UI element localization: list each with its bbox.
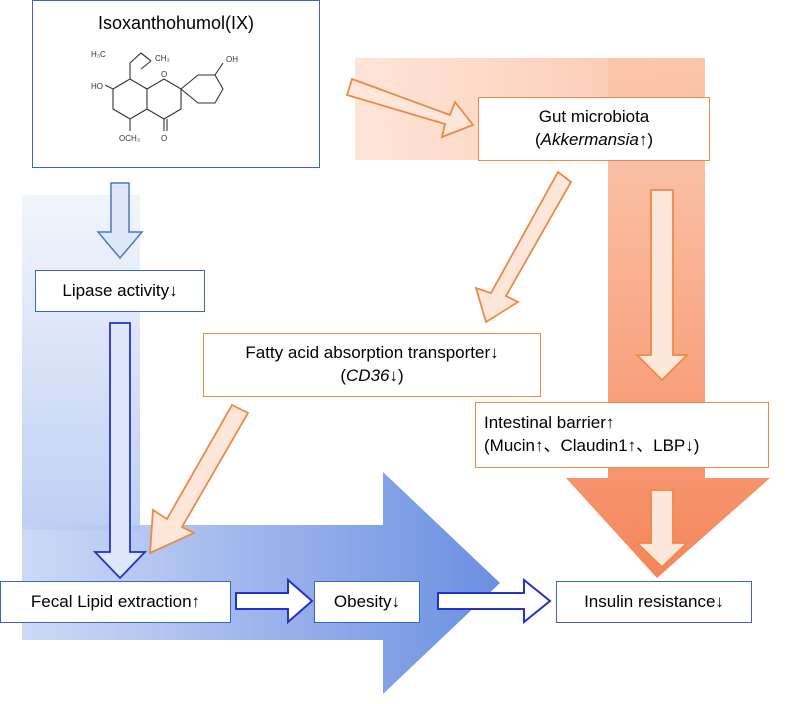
lipase-activity-label: Lipase activity↓ bbox=[62, 280, 178, 300]
structure-ring-o: O bbox=[161, 70, 167, 79]
gut-to-fatty-arrow bbox=[474, 170, 573, 324]
obesity-box: Obesity↓ bbox=[314, 581, 420, 623]
structure-carbonyl-o: O bbox=[161, 134, 167, 143]
gut-microbiota-detail: (Akkermansia↑) bbox=[534, 130, 654, 149]
intestinal-barrier-detail: (Mucin↑、Claudin1↑、LBP↓) bbox=[484, 436, 700, 455]
lipase-activity-box: Lipase activity↓ bbox=[35, 270, 205, 312]
fatty-acid-transporter-box: Fatty acid absorption transporter↓ (CD36… bbox=[203, 333, 541, 397]
compound-to-gut-arrow bbox=[345, 77, 475, 139]
compound-name: Isoxanthohumol(IX) bbox=[97, 13, 255, 33]
lipase-to-fecal-arrow bbox=[92, 322, 148, 580]
structure-me2: CH₃ bbox=[155, 54, 170, 63]
intestinal-barrier-title: Intestinal barrier↑ bbox=[484, 413, 615, 433]
isoxanthohumol-structure: H₃C CH₃ HO OH O OCH₃ O bbox=[91, 50, 238, 143]
structure-oh-right: OH bbox=[226, 55, 238, 64]
insulin-resistance-box: Insulin resistance↓ bbox=[556, 581, 752, 623]
fatty-acid-transporter-detail: (CD36↓) bbox=[340, 366, 404, 385]
gut-microbiota-title: Gut microbiota bbox=[538, 107, 650, 127]
fatty-acid-transporter-title: Fatty acid absorption transporter↓ bbox=[245, 343, 499, 363]
intestinal-barrier-box: Intestinal barrier↑ (Mucin↑、Claudin1↑、LB… bbox=[475, 402, 769, 468]
cd36-label: CD36 bbox=[346, 366, 390, 385]
obesity-to-insulin-arrow bbox=[437, 577, 552, 625]
gut-microbiota-box: Gut microbiota (Akkermansia↑) bbox=[478, 97, 710, 161]
fecal-lipid-extraction-label: Fecal Lipid extraction↑ bbox=[30, 591, 201, 611]
fatty-to-fecal-arrow bbox=[148, 403, 250, 555]
obesity-label: Obesity↓ bbox=[333, 591, 401, 611]
compound-box: Isoxanthohumol(IX) H₃C CH₃ HO OH O bbox=[32, 0, 320, 168]
blue-band-horizontal-arrow bbox=[22, 472, 500, 694]
insulin-resistance-label: Insulin resistance↓ bbox=[584, 591, 724, 611]
akkermansia-label: Akkermansia bbox=[540, 130, 639, 149]
fecal-to-obesity-arrow bbox=[235, 577, 314, 625]
structure-me1: H₃C bbox=[91, 50, 106, 59]
structure-ho-left: HO bbox=[91, 82, 103, 91]
fecal-lipid-extraction-box: Fecal Lipid extraction↑ bbox=[0, 581, 231, 623]
gut-to-barrier-arrow bbox=[634, 189, 690, 382]
compound-to-lipase-arrow bbox=[96, 182, 144, 260]
structure-methoxy: OCH₃ bbox=[119, 134, 140, 143]
barrier-to-insulin-arrow bbox=[634, 489, 690, 569]
